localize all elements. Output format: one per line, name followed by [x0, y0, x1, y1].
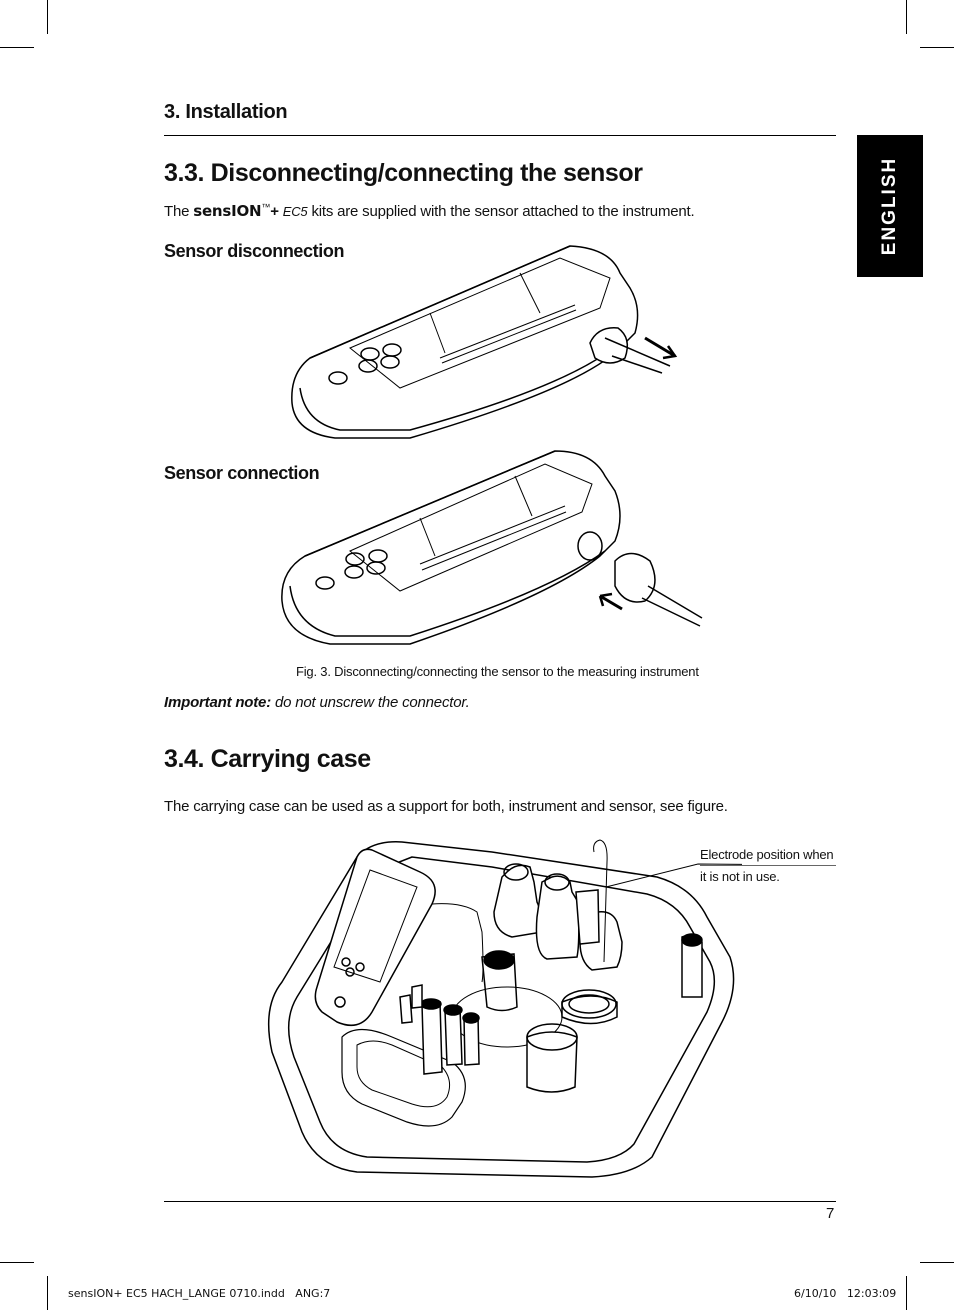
section-3-4-title: 3.4. Carrying case — [164, 745, 371, 773]
section-3-3-title: 3.3. Disconnecting/connecting the sensor — [164, 159, 643, 187]
callout-line-1: Electrode position when — [700, 847, 836, 866]
important-note-text: do not unscrew the connector. — [274, 694, 470, 711]
footer-rule — [164, 1201, 836, 1202]
figure-caption: Fig. 3. Disconnecting/connecting the sen… — [296, 664, 699, 679]
crop-mark — [906, 0, 907, 34]
callout-line-2: it is not in use. — [700, 869, 780, 884]
sensor-connection-illustration — [281, 450, 703, 645]
language-tab-label: ENGLISH — [879, 156, 900, 256]
crop-mark — [920, 1262, 954, 1263]
crop-mark — [47, 1276, 48, 1310]
sensor-disconnection-illustration — [291, 245, 678, 439]
print-timestamp: 6/10/10 12:03:09 — [794, 1287, 897, 1300]
section-header: 3. Installation — [164, 101, 288, 123]
header-rule — [164, 135, 836, 136]
electrode-callout: Electrode position when it is not in use… — [700, 847, 836, 884]
model-name: EC5 — [282, 204, 308, 219]
crop-mark — [0, 1262, 34, 1263]
crop-mark — [47, 0, 48, 34]
sensor-disconnection-heading: Sensor disconnection — [164, 241, 345, 261]
section-3-3-intro: The sensION™+ EC5 kits are supplied with… — [164, 202, 695, 220]
crop-mark — [0, 47, 34, 48]
language-tab: ENGLISH — [857, 135, 923, 277]
section-3-4-text: The carrying case can be used as a suppo… — [164, 798, 728, 815]
page-number: 7 — [826, 1205, 835, 1222]
file-info: sensION+ EC5 HACH_LANGE 0710.indd ANG:7 — [68, 1287, 331, 1300]
crop-mark — [906, 1276, 907, 1310]
crop-mark — [920, 47, 954, 48]
important-note: Important note: do not unscrew the conne… — [164, 694, 470, 711]
sensor-connection-heading: Sensor connection — [164, 463, 320, 483]
important-note-label: Important note: — [164, 694, 271, 711]
brand-name: sensION — [193, 202, 262, 220]
carrying-case-illustration — [267, 839, 742, 1178]
